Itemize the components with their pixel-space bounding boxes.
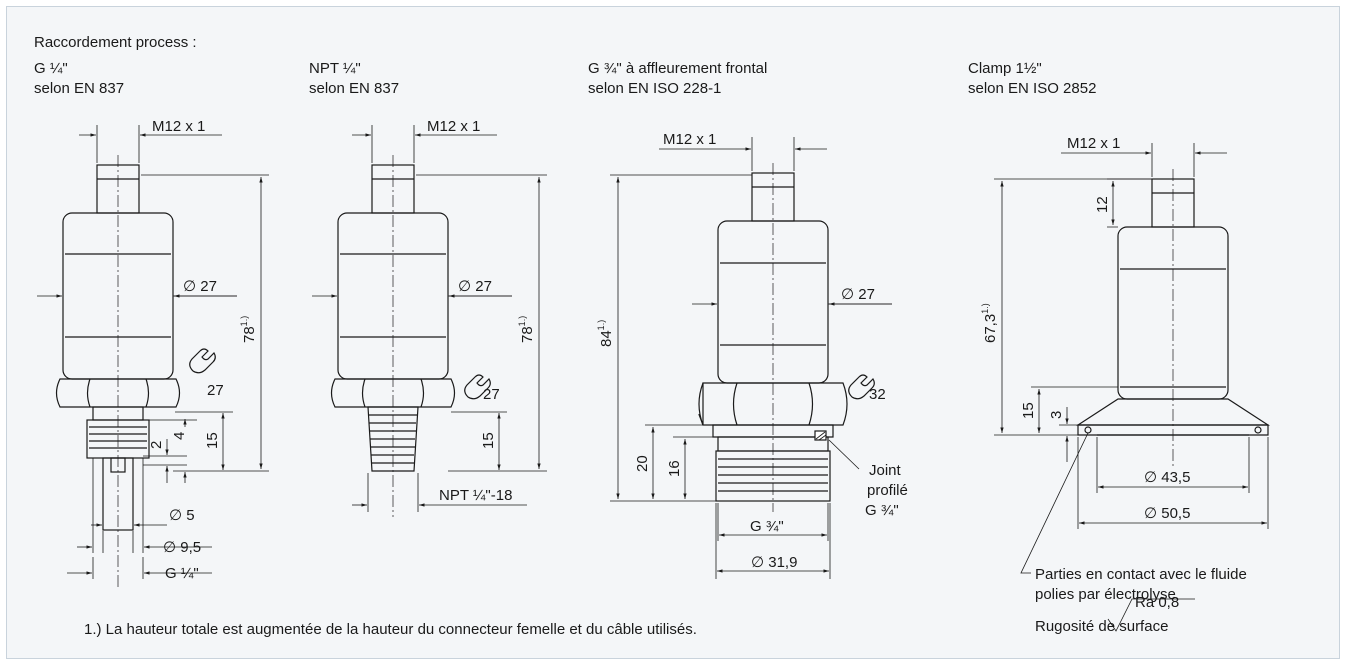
label-npt: NPT ¼"-18 — [439, 487, 512, 504]
view-clamp-title: Clamp 1½" — [968, 60, 1042, 77]
label-m12-v4: M12 x 1 — [1067, 135, 1120, 152]
label-m12-v1: M12 x 1 — [152, 118, 205, 135]
label-w32: 32 — [869, 386, 886, 403]
view-g34-title: G ¾" à affleurement frontal — [588, 60, 768, 77]
view-npt-title: NPT ¼" — [309, 60, 361, 77]
view-g34-drawing — [698, 163, 848, 512]
label-h78-v2: 781.) — [517, 316, 536, 343]
drawing-sheet: M12 x 1 ∅ 27 27 ∅ 5 ∅ 9,5 G ¼" M12 x 1 ∅… — [6, 6, 1340, 659]
label-n20: 20 — [634, 455, 651, 472]
view-clamp-drawing — [1075, 169, 1271, 467]
label-g14: G ¼" — [165, 565, 199, 582]
label-h673: 67,31.) — [980, 303, 999, 343]
view-npt-dimensions — [312, 125, 547, 512]
label-d27-v2: ∅ 27 — [458, 278, 492, 295]
label-n15-v1: 15 — [204, 432, 221, 449]
label-contact-1: Parties en contact avec le fluide — [1035, 566, 1247, 583]
label-g34: G ¾" — [750, 518, 784, 535]
view-clamp-standard: selon EN ISO 2852 — [968, 80, 1097, 97]
view-clamp-dimensions — [994, 143, 1269, 632]
label-seal-2: profilé — [867, 482, 908, 499]
label-d95: ∅ 9,5 — [163, 539, 201, 556]
label-rough: Rugosité de surface — [1035, 618, 1168, 635]
label-d5: ∅ 5 — [169, 507, 195, 524]
view-g34-dimensions — [610, 137, 892, 579]
view-g14-dimensions — [37, 125, 269, 579]
label-h84: 841.) — [596, 320, 615, 347]
label-m12-v2: M12 x 1 — [427, 118, 480, 135]
label-w27-v2: 27 — [483, 386, 500, 403]
label-n3: 3 — [1048, 411, 1065, 419]
view-g14-drawing — [55, 155, 181, 587]
label-n15-v4: 15 — [1020, 402, 1037, 419]
label-n2: 2 — [148, 441, 165, 449]
label-d435: ∅ 43,5 — [1144, 469, 1190, 486]
view-g14-standard: selon EN 837 — [34, 80, 125, 97]
view-g14-title: G ¼" — [34, 60, 68, 77]
label-seal-1: Joint — [869, 462, 902, 479]
dimension-labels: M12 x 1 ∅ 27 27 ∅ 5 ∅ 9,5 G ¼" M12 x 1 ∅… — [148, 118, 1247, 635]
view-npt-standard: selon EN 837 — [309, 80, 400, 97]
label-w27-v1: 27 — [207, 382, 224, 399]
label-n4: 4 — [171, 432, 188, 440]
label-m12-v3: M12 x 1 — [663, 131, 716, 148]
heading: Raccordement process : — [34, 34, 197, 51]
label-d505: ∅ 50,5 — [1144, 505, 1190, 522]
label-n16: 16 — [666, 460, 683, 477]
label-n15-v2: 15 — [480, 432, 497, 449]
label-contact-2: polies par électrolyse — [1035, 586, 1176, 603]
label-d27-v1: ∅ 27 — [183, 278, 217, 295]
label-d27-v3: ∅ 27 — [841, 286, 875, 303]
label-d319: ∅ 31,9 — [751, 554, 797, 571]
label-h78-v1: 781.) — [239, 316, 258, 343]
label-rough-value: Ra 0,8 — [1135, 594, 1179, 611]
technical-drawing: M12 x 1 ∅ 27 27 ∅ 5 ∅ 9,5 G ¼" M12 x 1 ∅… — [37, 118, 1271, 635]
label-n12: 12 — [1094, 196, 1111, 213]
view-npt-drawing — [330, 155, 456, 517]
view-g34-standard: selon EN ISO 228-1 — [588, 80, 722, 97]
label-seal-3: G ¾" — [865, 502, 899, 519]
footnote: 1.) La hauteur totale est augmentée de l… — [84, 621, 697, 638]
